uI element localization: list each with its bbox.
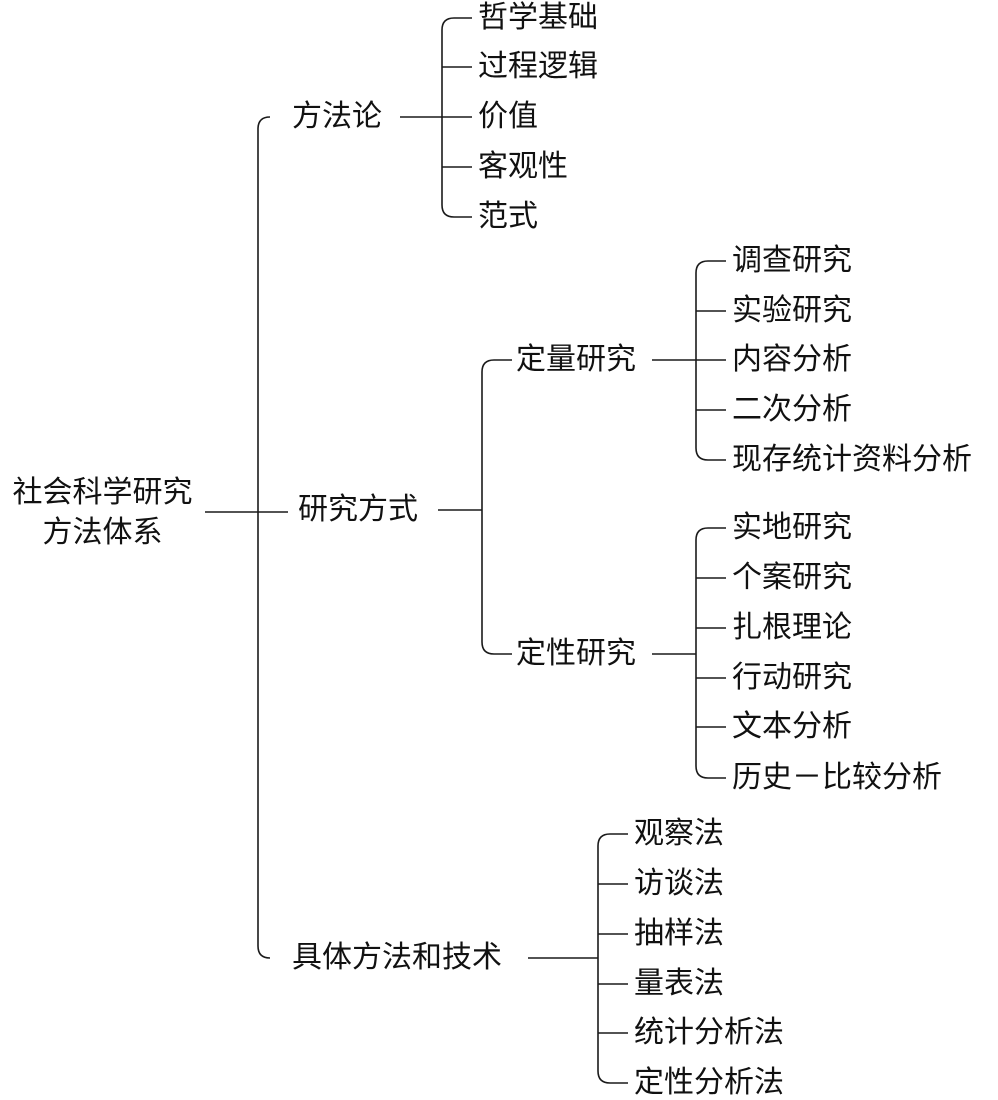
leaf-quantitative-1: 调查研究	[732, 243, 852, 278]
leaf-methodology-2: 过程逻辑	[478, 49, 598, 84]
root-label-line2: 方法体系	[42, 515, 163, 550]
leaf-qualitative-4: 行动研究	[732, 660, 852, 695]
branch-research-mode: 研究方式	[298, 492, 418, 527]
leaf-methodology-1: 哲学基础	[478, 0, 598, 35]
leaf-quantitative-5: 现存统计资料分析	[732, 442, 972, 477]
leaf-methodology-3: 价值	[478, 99, 538, 134]
leaf-method-5: 统计分析法	[634, 1015, 784, 1050]
leaf-qualitative-6: 历史－比较分析	[732, 760, 942, 795]
branch-methodology: 方法论	[292, 99, 382, 134]
leaf-quantitative-3: 内容分析	[732, 342, 852, 377]
leaf-qualitative-5: 文本分析	[732, 709, 852, 744]
branch-specific-methods: 具体方法和技术	[292, 940, 502, 975]
leaf-method-1: 观察法	[634, 816, 724, 851]
root-node: 社会科学研究 方法体系	[0, 473, 205, 553]
leaf-method-2: 访谈法	[634, 866, 724, 901]
leaf-qualitative-3: 扎根理论	[732, 610, 852, 645]
leaf-qualitative-2: 个案研究	[732, 560, 852, 595]
group-quantitative: 定量研究	[516, 342, 636, 377]
leaf-methodology-4: 客观性	[478, 149, 568, 184]
group-qualitative: 定性研究	[516, 636, 636, 671]
leaf-method-6: 定性分析法	[634, 1065, 784, 1100]
leaf-quantitative-4: 二次分析	[732, 392, 852, 427]
leaf-method-3: 抽样法	[634, 916, 724, 951]
leaf-qualitative-1: 实地研究	[732, 510, 852, 545]
leaf-methodology-5: 范式	[478, 199, 538, 234]
leaf-quantitative-2: 实验研究	[732, 293, 852, 328]
leaf-method-4: 量表法	[634, 966, 724, 1001]
root-label-line1: 社会科学研究	[12, 475, 193, 510]
